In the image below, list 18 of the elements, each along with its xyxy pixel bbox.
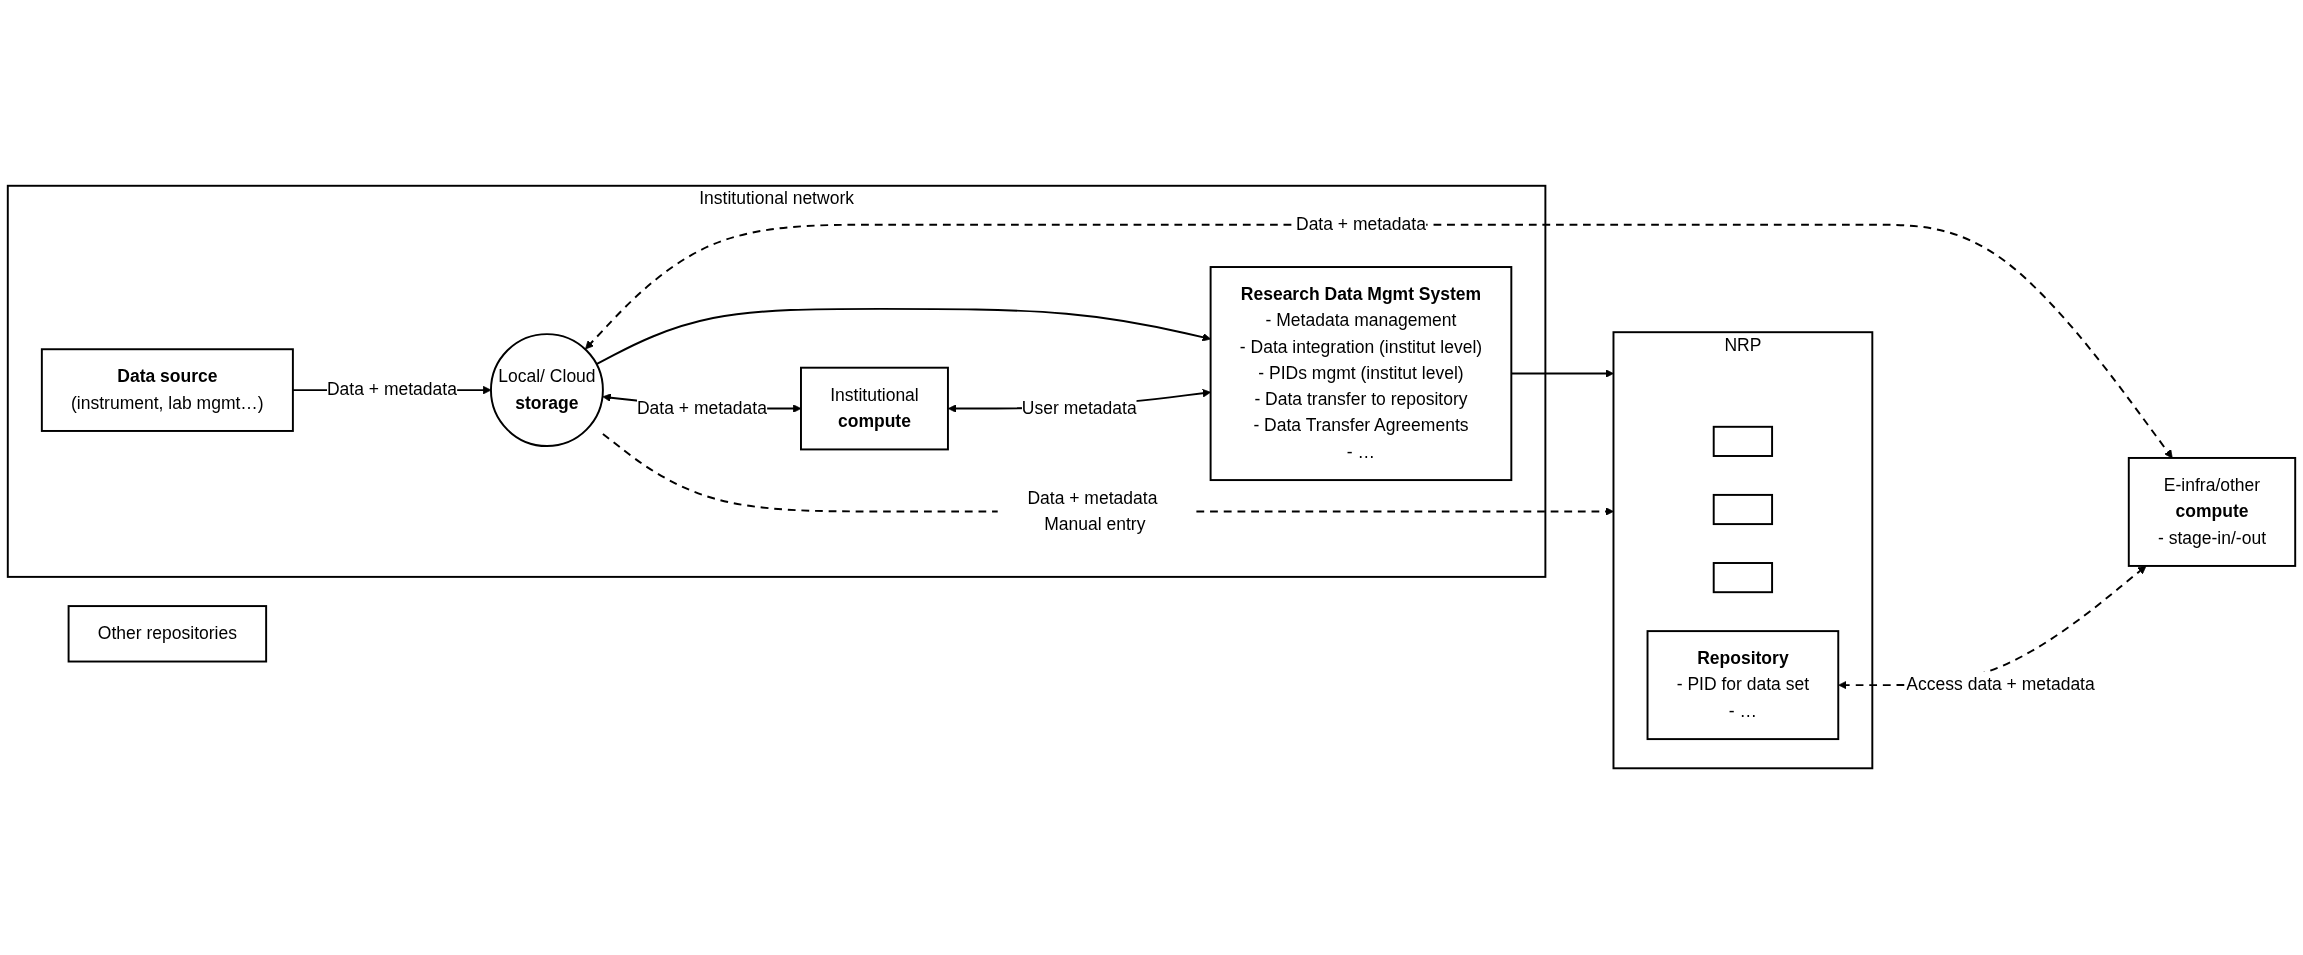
node-box <box>1712 426 1774 458</box>
edge-label: Data + metadata <box>636 398 767 419</box>
arrow <box>585 224 2173 459</box>
node-box: Other repositories <box>67 605 268 663</box>
edge-label: User metadata <box>1021 398 1137 419</box>
arrow <box>595 308 1211 366</box>
node-box: Repository - PID for data set - … <box>1646 630 1840 741</box>
node-box: Institutional compute <box>800 367 949 451</box>
node-box <box>1712 494 1774 526</box>
node-box <box>1712 562 1774 594</box>
edge-label: Data + metadata <box>1295 214 1426 235</box>
node-box: Data source (instrument, lab mgmt…) <box>40 348 294 433</box>
edge-label: Data + metadata Manual entry <box>1027 488 1158 535</box>
node-box: Research Data Mgmt System - Metadata management - Data integration (institut level) - PIDs mgmt (institut level) - Data transfer to repository - Data Transfer Agreements - … <box>1209 266 1513 482</box>
node-box: E-infra/other compute - stage-in/-out <box>2127 457 2297 568</box>
edge-label: Data + metadata <box>326 380 457 400</box>
edge-label: Access data + metadata <box>1906 675 2095 695</box>
node-circle: Local/ Cloud storage <box>489 333 604 448</box>
